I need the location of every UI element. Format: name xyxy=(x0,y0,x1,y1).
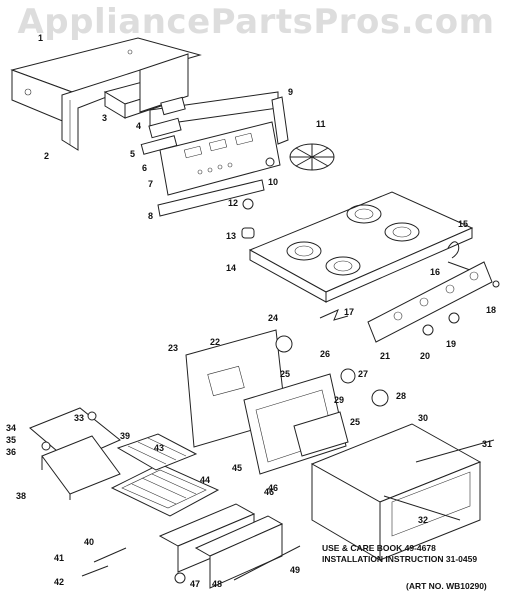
part-wire xyxy=(447,261,471,271)
part-cooktop xyxy=(248,191,474,303)
part-leg-bracket xyxy=(81,565,109,577)
callout-38: 38 xyxy=(16,491,27,501)
note-art-number: (ART NO. WB10290) xyxy=(406,581,487,591)
callout-46b: 46 xyxy=(264,487,275,497)
callout-11: 11 xyxy=(316,119,326,129)
callout-31: 31 xyxy=(482,439,493,449)
callout-29: 29 xyxy=(334,395,345,405)
callout-10: 10 xyxy=(268,177,279,187)
callout-41: 41 xyxy=(54,553,65,563)
part-burner-cap xyxy=(242,198,254,210)
part-broiler-pan xyxy=(110,463,220,517)
part-burner-head xyxy=(241,227,255,239)
part-screw xyxy=(492,280,500,288)
callout-7: 7 xyxy=(148,179,154,189)
callout-19: 19 xyxy=(446,339,457,349)
part-igniter xyxy=(447,241,460,259)
callout-26: 26 xyxy=(320,349,331,359)
callout-32: 32 xyxy=(418,515,429,525)
callout-9: 9 xyxy=(288,87,294,97)
part-knob-20 xyxy=(422,324,434,336)
callout-42: 42 xyxy=(54,577,65,587)
part-broiler-drawer xyxy=(29,407,121,500)
part-door-glass xyxy=(293,411,349,457)
callout-40: 40 xyxy=(84,537,95,547)
callout-3: 3 xyxy=(102,113,108,123)
part-door-handle xyxy=(383,495,461,521)
callout-22: 22 xyxy=(210,337,221,347)
callout-25a: 25 xyxy=(280,369,291,379)
part-handle-bracket xyxy=(275,335,293,353)
callout-23: 23 xyxy=(168,343,179,353)
part-trim-strip xyxy=(157,179,265,217)
callout-20: 20 xyxy=(420,351,431,361)
callout-17: 17 xyxy=(344,307,355,317)
part-drawer-panel xyxy=(194,515,284,589)
callout-30: 30 xyxy=(418,413,429,423)
part-spring xyxy=(319,309,349,321)
part-broiler-grid xyxy=(116,433,198,471)
callout-46a: 46 xyxy=(268,483,279,493)
callout-2: 2 xyxy=(44,151,50,161)
part-leveling-leg xyxy=(93,547,127,563)
callout-27: 27 xyxy=(358,369,369,379)
callout-14: 14 xyxy=(226,263,237,273)
callout-33: 33 xyxy=(74,413,85,423)
callout-1: 1 xyxy=(38,33,44,43)
callout-15: 15 xyxy=(458,219,469,229)
part-pulley xyxy=(87,411,97,421)
part-burner-grate xyxy=(289,143,335,171)
callout-4: 4 xyxy=(136,121,142,131)
part-back-panel xyxy=(10,37,202,126)
part-knob-19 xyxy=(448,312,460,324)
part-manifold-panel xyxy=(367,261,493,343)
part-knob-small xyxy=(265,157,275,167)
callout-25b: 25 xyxy=(350,417,361,427)
part-door-trim xyxy=(415,439,495,463)
note-use-care-book: USE & CARE BOOK 49-4678 xyxy=(322,543,436,553)
part-drawer-rail xyxy=(233,545,301,581)
callout-28: 28 xyxy=(396,391,407,401)
callout-39: 39 xyxy=(120,431,131,441)
part-backsplash-frame xyxy=(139,53,279,127)
callout-6: 6 xyxy=(142,163,148,173)
callout-48: 48 xyxy=(212,579,223,589)
part-knob-28 xyxy=(371,389,389,407)
callout-34: 34 xyxy=(6,423,17,433)
callout-12: 12 xyxy=(228,198,239,208)
callout-18: 18 xyxy=(486,305,497,315)
callout-21: 21 xyxy=(380,351,391,361)
part-pulley-36 xyxy=(41,441,51,451)
callout-5: 5 xyxy=(130,149,136,159)
note-installation-instruction: INSTALLATION INSTRUCTION 31-0459 xyxy=(322,554,478,564)
callout-43: 43 xyxy=(154,443,165,453)
part-clock-housing xyxy=(140,96,186,155)
callout-47: 47 xyxy=(190,579,201,589)
part-end-cap xyxy=(271,96,289,145)
callout-16: 16 xyxy=(430,267,441,277)
callout-35: 35 xyxy=(6,435,17,445)
callout-45: 45 xyxy=(232,463,243,473)
callout-24: 24 xyxy=(268,313,279,323)
part-knob-27 xyxy=(340,368,356,384)
part-screw-47 xyxy=(174,572,186,584)
callout-49: 49 xyxy=(290,565,301,575)
part-control-panel xyxy=(159,121,281,196)
callout-13: 13 xyxy=(226,231,237,241)
callout-44: 44 xyxy=(200,475,211,485)
callout-8: 8 xyxy=(148,211,154,221)
callout-36: 36 xyxy=(6,447,17,457)
